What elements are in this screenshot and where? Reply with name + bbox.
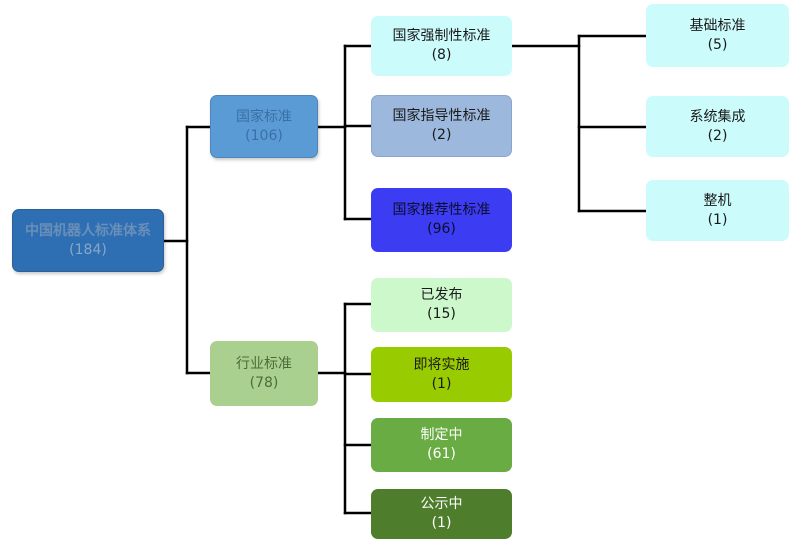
industry-count: (78) bbox=[249, 374, 279, 391]
recommended-standard-node: 国家推荐性标准 (96) bbox=[371, 188, 512, 252]
machine-count: (1) bbox=[707, 211, 728, 228]
guiding-label: 国家指导性标准 bbox=[392, 108, 491, 124]
mandatory-label: 国家强制性标准 bbox=[392, 28, 491, 44]
basic-count: (5) bbox=[707, 36, 728, 53]
root-label: 中国机器人标准体系 bbox=[25, 222, 151, 239]
upcoming-count: (1) bbox=[431, 375, 452, 392]
guiding-count: (2) bbox=[431, 127, 452, 143]
recommended-label: 国家推荐性标准 bbox=[392, 202, 491, 218]
public-count: (1) bbox=[431, 515, 452, 531]
upcoming-label: 即将实施 bbox=[413, 356, 470, 373]
public-label: 公示中 bbox=[420, 496, 463, 512]
upcoming-implementation-node: 即将实施 (1) bbox=[371, 347, 512, 402]
complete-machine-node: 整机 (1) bbox=[646, 180, 789, 241]
drafting-label: 制定中 bbox=[420, 427, 463, 443]
recommended-count: (96) bbox=[427, 221, 456, 237]
industry-label: 行业标准 bbox=[236, 355, 292, 372]
published-node: 已发布 (15) bbox=[371, 278, 512, 332]
system-integration-node: 系统集成 (2) bbox=[646, 96, 789, 157]
published-label: 已发布 bbox=[420, 287, 463, 303]
drafting-node: 制定中 (61) bbox=[371, 418, 512, 472]
basic-label: 基础标准 bbox=[689, 17, 746, 34]
guiding-standard-node: 国家指导性标准 (2) bbox=[371, 95, 512, 157]
mandatory-standard-node: 国家强制性标准 (8) bbox=[371, 16, 512, 76]
published-count: (15) bbox=[427, 306, 456, 322]
root-count: (184) bbox=[69, 241, 107, 258]
root-node: 中国机器人标准体系 (184) bbox=[12, 209, 164, 272]
industry-standard-node: 行业标准 (78) bbox=[210, 341, 318, 406]
basic-standard-node: 基础标准 (5) bbox=[646, 4, 789, 67]
national-standard-node: 国家标准 (106) bbox=[210, 95, 318, 158]
mandatory-count: (8) bbox=[431, 47, 452, 63]
national-count: (106) bbox=[245, 127, 283, 144]
system-count: (2) bbox=[707, 127, 728, 144]
drafting-count: (61) bbox=[427, 446, 456, 462]
system-label: 系统集成 bbox=[689, 108, 746, 125]
national-label: 国家标准 bbox=[236, 108, 292, 125]
machine-label: 整机 bbox=[703, 192, 732, 209]
public-notice-node: 公示中 (1) bbox=[371, 489, 512, 539]
